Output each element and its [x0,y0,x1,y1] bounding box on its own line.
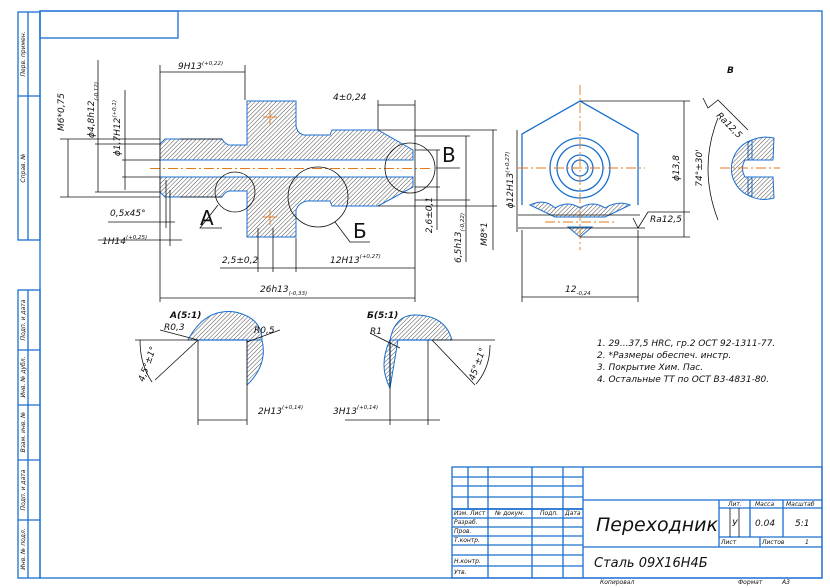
dim-2-6: 2,6±0,1 [425,197,435,233]
dim-d17: ϕ1,7H12(+0,1) [112,100,123,156]
side-strip-labels: Перв. примен. Справ. № Подп. и дата Инв.… [20,31,27,569]
strip-label: Инв. № подл. [20,528,27,569]
view-v-circle [384,142,436,194]
dim-r03: R0,3 [164,323,185,333]
dim-d12h13: ϕ12H13(+0,27) [505,152,516,209]
lit-value: У [732,519,738,529]
dim-9h13: 9H13(+0,22) [178,61,223,72]
format-value: А3 [781,579,790,586]
dim-12: 12-0,24 [565,285,591,297]
format-label: Формат [738,579,763,586]
detail-a-view: А(5:1) R0,3 R0,5 4,5°±1° 2H13(+0,14) [135,311,303,425]
dim-26h13: 26h13(-0,33) [260,285,307,297]
view-v-detail: В Ra12,5 74°±30' [695,66,780,221]
material: Сталь 09Х16Н4Б [594,556,708,571]
role-checker: Пров. [454,528,472,535]
note-item: 3. Покрытие Хим. Пас. [597,363,703,373]
top-left-stamp-box [39,10,179,39]
sheet-label: Лист [720,539,737,546]
view-v-title: В [727,66,734,76]
section-b-label: Б [353,219,367,243]
header-date: Дата [564,510,581,517]
dim-m8: M8*1 [480,222,490,246]
strip-label: Перв. примен. [20,31,27,76]
dim-2h13: 2H13(+0,14) [258,405,303,417]
role-approved: Утв. [454,569,467,576]
roughness-hex: Ra12,5 [650,215,682,225]
hex-end-view: ϕ13,8 ϕ12H13(+0,27) Ra12,5 12-0,24 [505,85,690,302]
detail-b-title: Б(5:1) [367,311,398,321]
header-izm: Изм. [454,510,468,517]
view-v-callout: В [442,143,456,167]
sheet-frame [17,10,823,579]
dim-6-5h13: 6,5h13(-0,22) [454,213,466,263]
dim-4: 4±0,24 [333,93,367,103]
lit-label: Лит. [727,501,742,508]
sheets-label: Листов [761,539,785,546]
dim-12h13: 12H13(+0,27) [330,254,381,266]
strip-label: Подп. и дата [20,299,27,340]
mass-label: Масса [755,501,774,508]
copied-label: Копировал [600,579,634,586]
dim-angle-74: 74°±30' [695,149,705,186]
header-list: Лист [469,510,486,517]
header-doc: № докум. [494,510,525,517]
scale-value: 5:1 [795,519,809,529]
dim-m6: M6*0,75 [57,93,67,131]
detail-b-circle [287,166,349,228]
part-name: Переходник [596,514,719,536]
dim-2-5: 2,5±0,2 [222,256,258,266]
detail-a-circle [214,171,256,213]
note-item: 2. *Размеры обеспеч. инстр. [597,351,731,361]
dim-angle-45: 45°±1° [468,347,489,382]
note-item: 1. 29...37,5 HRC, гр.2 ОСТ 92-1311-77. [597,339,775,349]
detail-a-title: А(5:1) [169,311,201,321]
scale-label: Масштаб [786,501,815,508]
role-tech-control: Т.контр. [454,537,480,544]
role-developer: Разраб. [454,519,478,526]
dim-d13-8: ϕ13,8 [672,155,682,181]
header-sign: Подп. [540,510,558,517]
dim-1h14: 1H14(+0,25) [102,235,147,247]
sheets-value: 1 [805,539,809,546]
dim-r1: R1 [370,327,382,337]
strip-label: Взам. инв. № [20,412,27,453]
dim-3h13: 3H13(+0,14) [333,405,378,417]
strip-label: Подп. и дата [20,469,27,510]
technical-notes: 1. 29...37,5 HRC, гр.2 ОСТ 92-1311-77. 2… [597,339,775,385]
note-item: 4. Остальные ТТ по ОСТ В3-4831-80. [597,375,769,385]
mass-value: 0.04 [755,519,775,529]
main-dimensions: 9H13(+0,22) M6*0,75 ϕ4,8h12(-0,12) ϕ1,7H… [57,60,497,302]
dim-r05: R0,5 [254,326,275,336]
role-norm-control: Н.контр. [454,558,481,565]
strip-label: Справ. № [20,153,27,182]
main-section-view: А Б В [150,100,460,243]
section-a-label: А [200,206,214,230]
title-block: Изм. Лист № докум. Подп. Дата Разраб. Пр… [451,466,823,586]
dim-d48: ϕ4,8h12(-0,12) [87,82,100,138]
detail-b-view: Б(5:1) R1 45°±1° 3H13(+0,14) [333,311,495,425]
dim-chamfer: 0,5x45° [110,209,146,219]
roughness-v: Ra12,5 [714,111,744,141]
strip-label: Инв. № дубл. [20,356,27,397]
